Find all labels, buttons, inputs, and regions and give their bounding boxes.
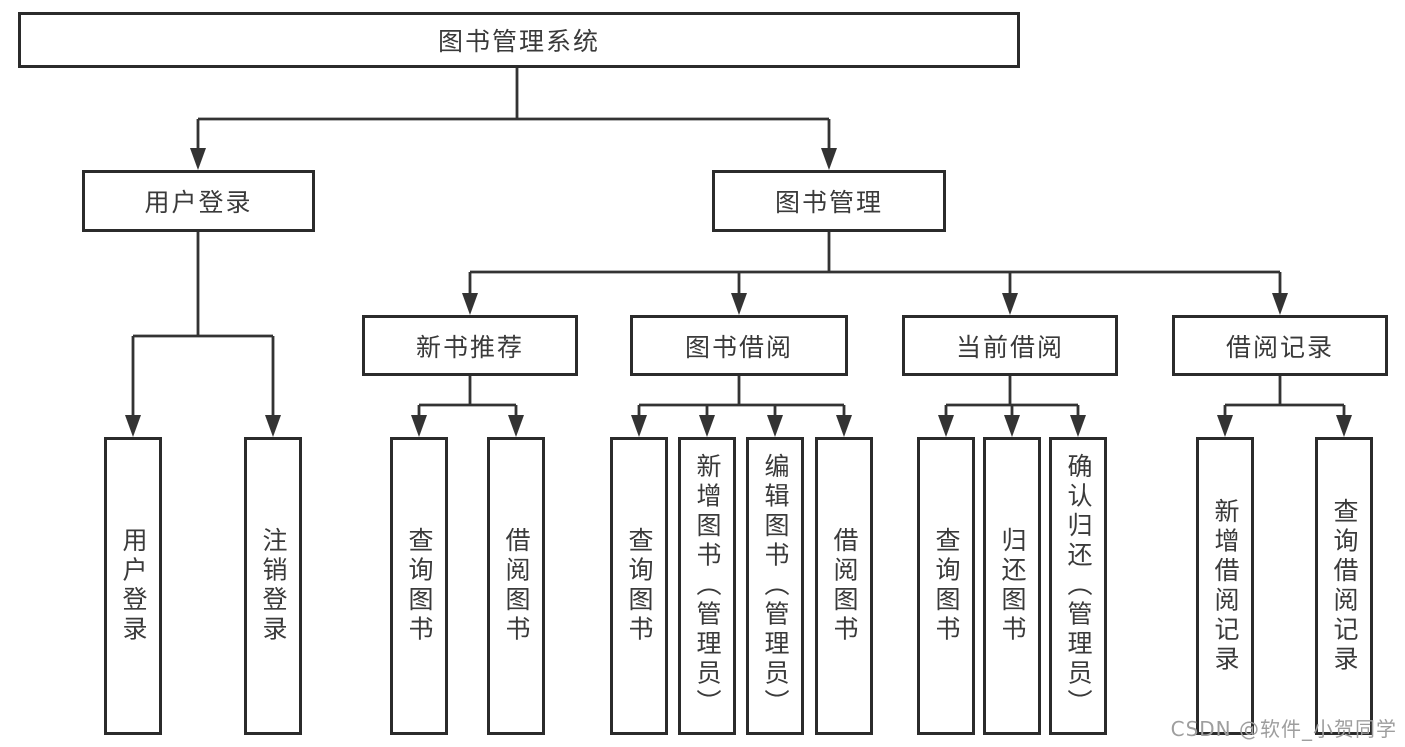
arrowhead-icon [1336,415,1352,437]
arrowhead-icon [1002,293,1018,315]
leaf-borrow-books-recommend: 借阅图书 [487,437,545,735]
arrowhead-icon [411,415,427,437]
leaf-label: 查询图书 [405,527,434,645]
connector-user-login-branch [125,232,281,437]
leaf-label: 新增图书（管理员） [693,453,722,719]
connector-book-borrow [631,376,852,437]
leaf-label: 新增借阅记录 [1211,497,1240,675]
leaf-label: 查询图书 [625,527,654,645]
arrowhead-icon [508,415,524,437]
leaf-logout: 注销登录 [244,437,302,735]
arrowhead-icon [836,415,852,437]
node-user-login-branch: 用户登录 [82,170,315,232]
leaf-add-books-admin: 新增图书（管理员） [678,437,736,735]
node-new-book-recommend: 新书推荐 [362,315,578,376]
leaf-label: 注销登录 [259,527,288,645]
node-borrow-records: 借阅记录 [1172,315,1388,376]
leaf-label: 确认归还（管理员） [1064,453,1093,719]
leaf-query-books-current: 查询图书 [917,437,975,735]
arrowhead-icon [190,148,206,170]
leaf-label: 借阅图书 [830,527,859,645]
leaf-label: 用户登录 [119,527,148,645]
leaf-label: 查询借阅记录 [1330,497,1359,675]
arrowhead-icon [938,415,954,437]
arrowhead-icon [631,415,647,437]
node-book-borrow: 图书借阅 [630,315,848,376]
leaf-user-login: 用户登录 [104,437,162,735]
leaf-query-books-borrow: 查询图书 [610,437,668,735]
connector-borrow-records [1217,376,1352,437]
leaf-label: 查询图书 [932,527,961,645]
leaf-return-books: 归还图书 [983,437,1041,735]
leaf-query-books-recommend: 查询图书 [390,437,448,735]
connector-root-to-level2 [190,68,837,170]
arrowhead-icon [462,293,478,315]
leaf-label: 归还图书 [998,527,1027,645]
arrowhead-icon [1004,415,1020,437]
arrowhead-icon [767,415,783,437]
arrowhead-icon [125,415,141,437]
arrowhead-icon [699,415,715,437]
leaf-edit-books-admin: 编辑图书（管理员） [746,437,804,735]
arrowhead-icon [821,148,837,170]
arrowhead-icon [731,293,747,315]
node-book-management-branch: 图书管理 [712,170,946,232]
leaf-confirm-return-admin: 确认归还（管理员） [1049,437,1107,735]
leaf-borrow-books: 借阅图书 [815,437,873,735]
node-root: 图书管理系统 [18,12,1020,68]
leaf-label: 编辑图书（管理员） [761,453,790,719]
arrowhead-icon [1272,293,1288,315]
leaf-label: 借阅图书 [502,527,531,645]
arrowhead-icon [1070,415,1086,437]
arrowhead-icon [265,415,281,437]
arrowhead-icon [1217,415,1233,437]
csdn-watermark: CSDN @软件_小贺同学 [1170,717,1397,741]
connector-book-management-branch [462,232,1288,315]
leaf-query-borrow-record: 查询借阅记录 [1315,437,1373,735]
leaf-add-borrow-record: 新增借阅记录 [1196,437,1254,735]
node-current-borrow: 当前借阅 [902,315,1118,376]
connector-new-book-recommend [411,376,524,437]
connector-current-borrow [938,376,1086,437]
